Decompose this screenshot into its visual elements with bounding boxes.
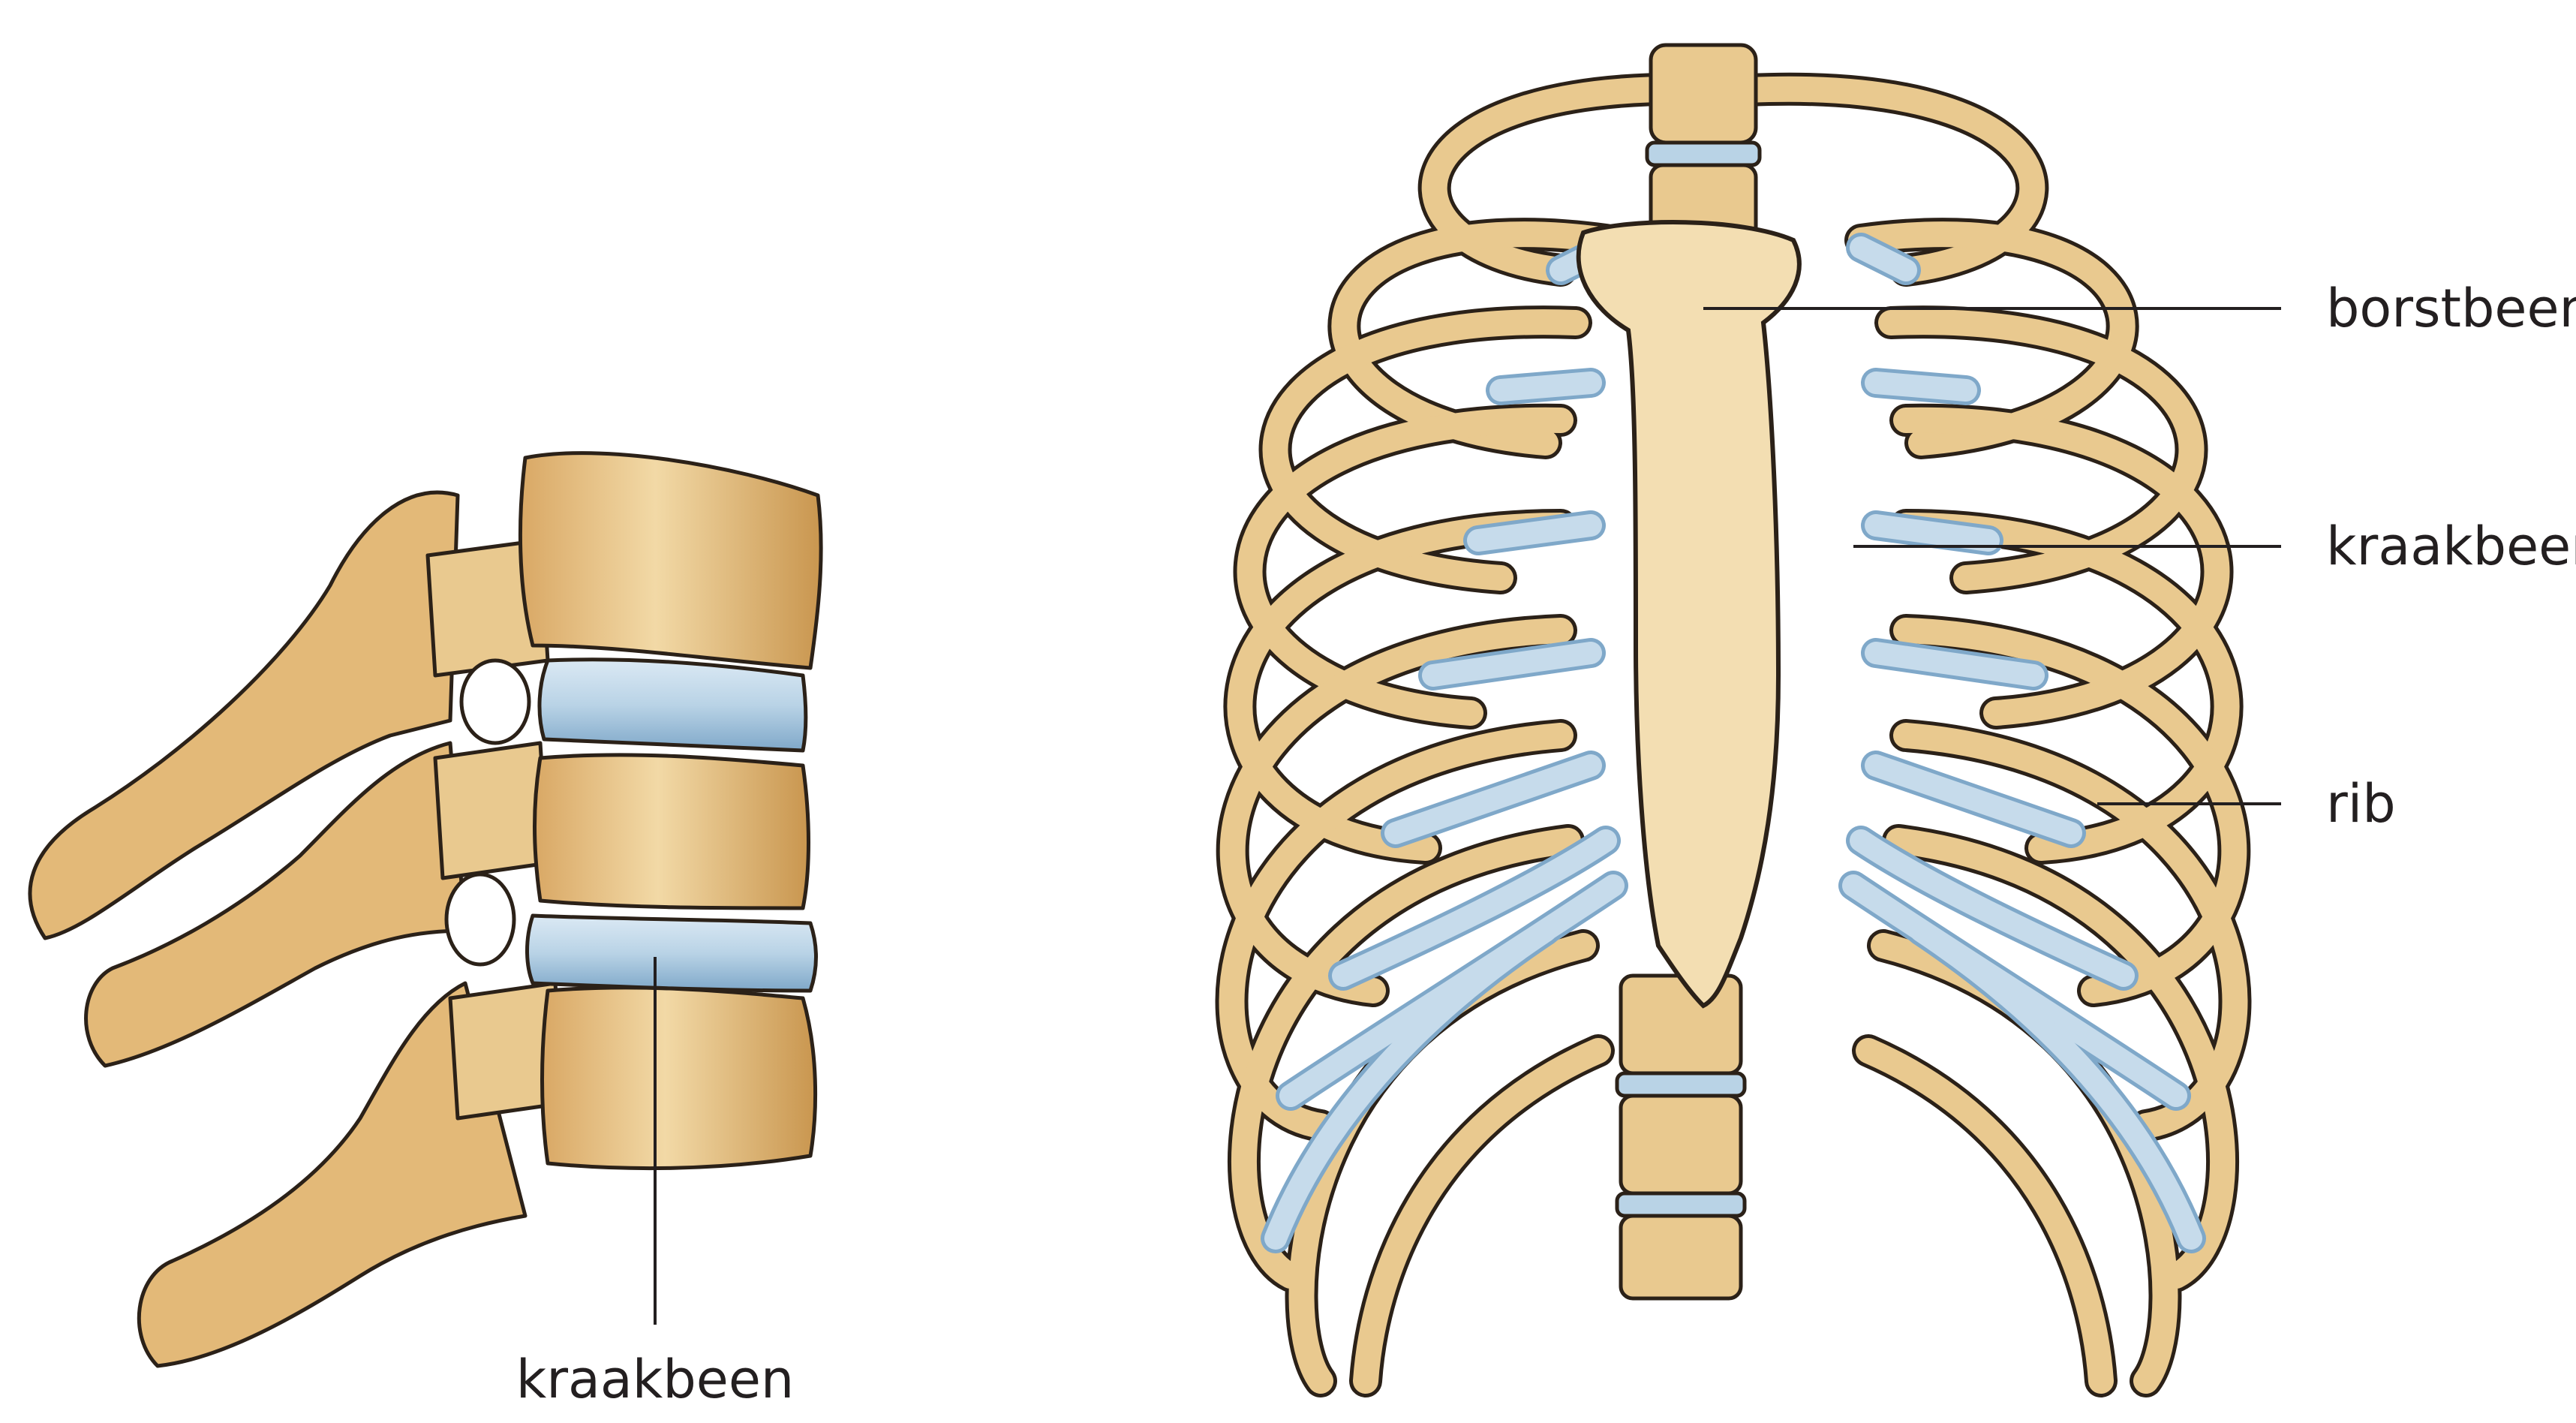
intervertebral-foramen-1: [461, 660, 529, 743]
label-rib: rib: [2326, 773, 2396, 835]
intervertebral-disc-lower: [528, 916, 816, 991]
vertebra-low-3: [1621, 1216, 1741, 1298]
vertebral-body-2: [535, 755, 809, 908]
intervertebral-foramen-2: [446, 874, 514, 964]
disc-top: [1647, 143, 1760, 165]
disc-low-2: [1617, 1193, 1745, 1216]
vertebra-low-1: [1621, 976, 1741, 1073]
rib-cage-illustration: [1232, 45, 2235, 1381]
label-sternum: borstbeen: [2326, 278, 2576, 339]
vertebra-top: [1651, 45, 1756, 143]
intervertebral-disc-upper: [540, 660, 806, 751]
label-rib-cartilage: kraakbeen: [2326, 516, 2576, 577]
vertebral-body-3: [543, 988, 816, 1169]
vertebra-low-2: [1621, 1096, 1741, 1193]
pedicle-2: [435, 743, 548, 878]
disc-low-1: [1617, 1073, 1745, 1096]
label-spine-cartilage: kraakbeen: [516, 1349, 795, 1410]
vertebral-column-illustration: [30, 453, 821, 1366]
vertebral-body-1: [520, 453, 821, 668]
